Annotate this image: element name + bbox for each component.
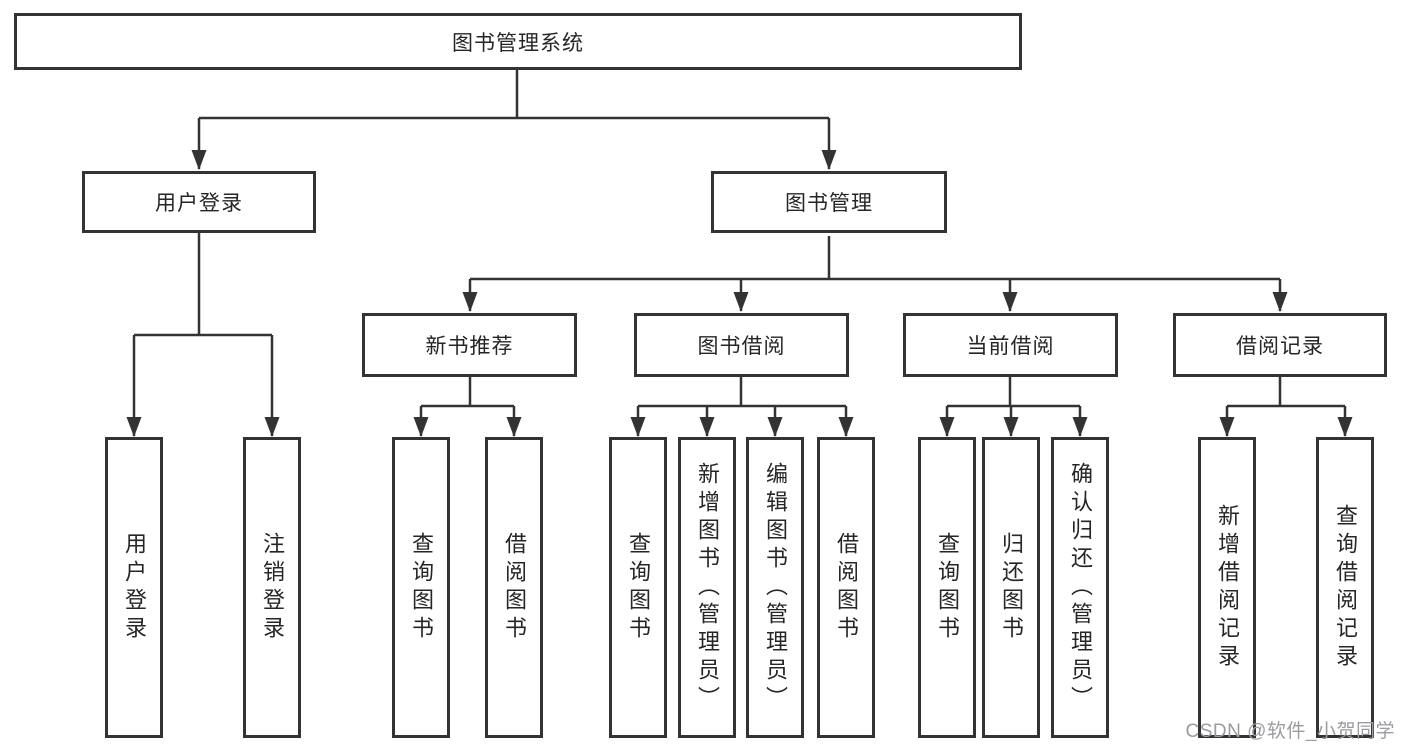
node-root: 图书管理系统	[14, 13, 1022, 70]
csdn-watermark: CSDN @软件_小贺同学	[1185, 721, 1395, 742]
node-bb-edit-book: 编辑图书（管理员）	[746, 437, 804, 738]
node-br-query-record: 查询借阅记录	[1316, 437, 1374, 738]
node-cb-return-book: 归还图书	[982, 437, 1040, 738]
node-logout: 注销登录	[243, 437, 301, 738]
node-cb-query-books: 查询图书	[918, 437, 976, 738]
node-bb-query-books: 查询图书	[609, 437, 667, 738]
node-book-management: 图书管理	[711, 171, 947, 233]
node-nb-query-books: 查询图书	[392, 437, 450, 738]
node-current-borrow: 当前借阅	[903, 313, 1118, 377]
node-bb-add-book: 新增图书（管理员）	[678, 437, 736, 738]
node-br-add-record: 新增借阅记录	[1198, 437, 1256, 738]
node-bb-borrow-books: 借阅图书	[817, 437, 875, 738]
node-book-borrow: 图书借阅	[634, 313, 849, 377]
node-borrow-records: 借阅记录	[1173, 313, 1387, 377]
node-user-login: 用户登录	[82, 171, 316, 233]
node-new-book-recommend: 新书推荐	[362, 313, 577, 377]
node-nb-borrow-books: 借阅图书	[485, 437, 543, 738]
node-user-login-leaf: 用户登录	[105, 437, 163, 738]
node-cb-confirm-return: 确认归还（管理员）	[1051, 437, 1109, 738]
